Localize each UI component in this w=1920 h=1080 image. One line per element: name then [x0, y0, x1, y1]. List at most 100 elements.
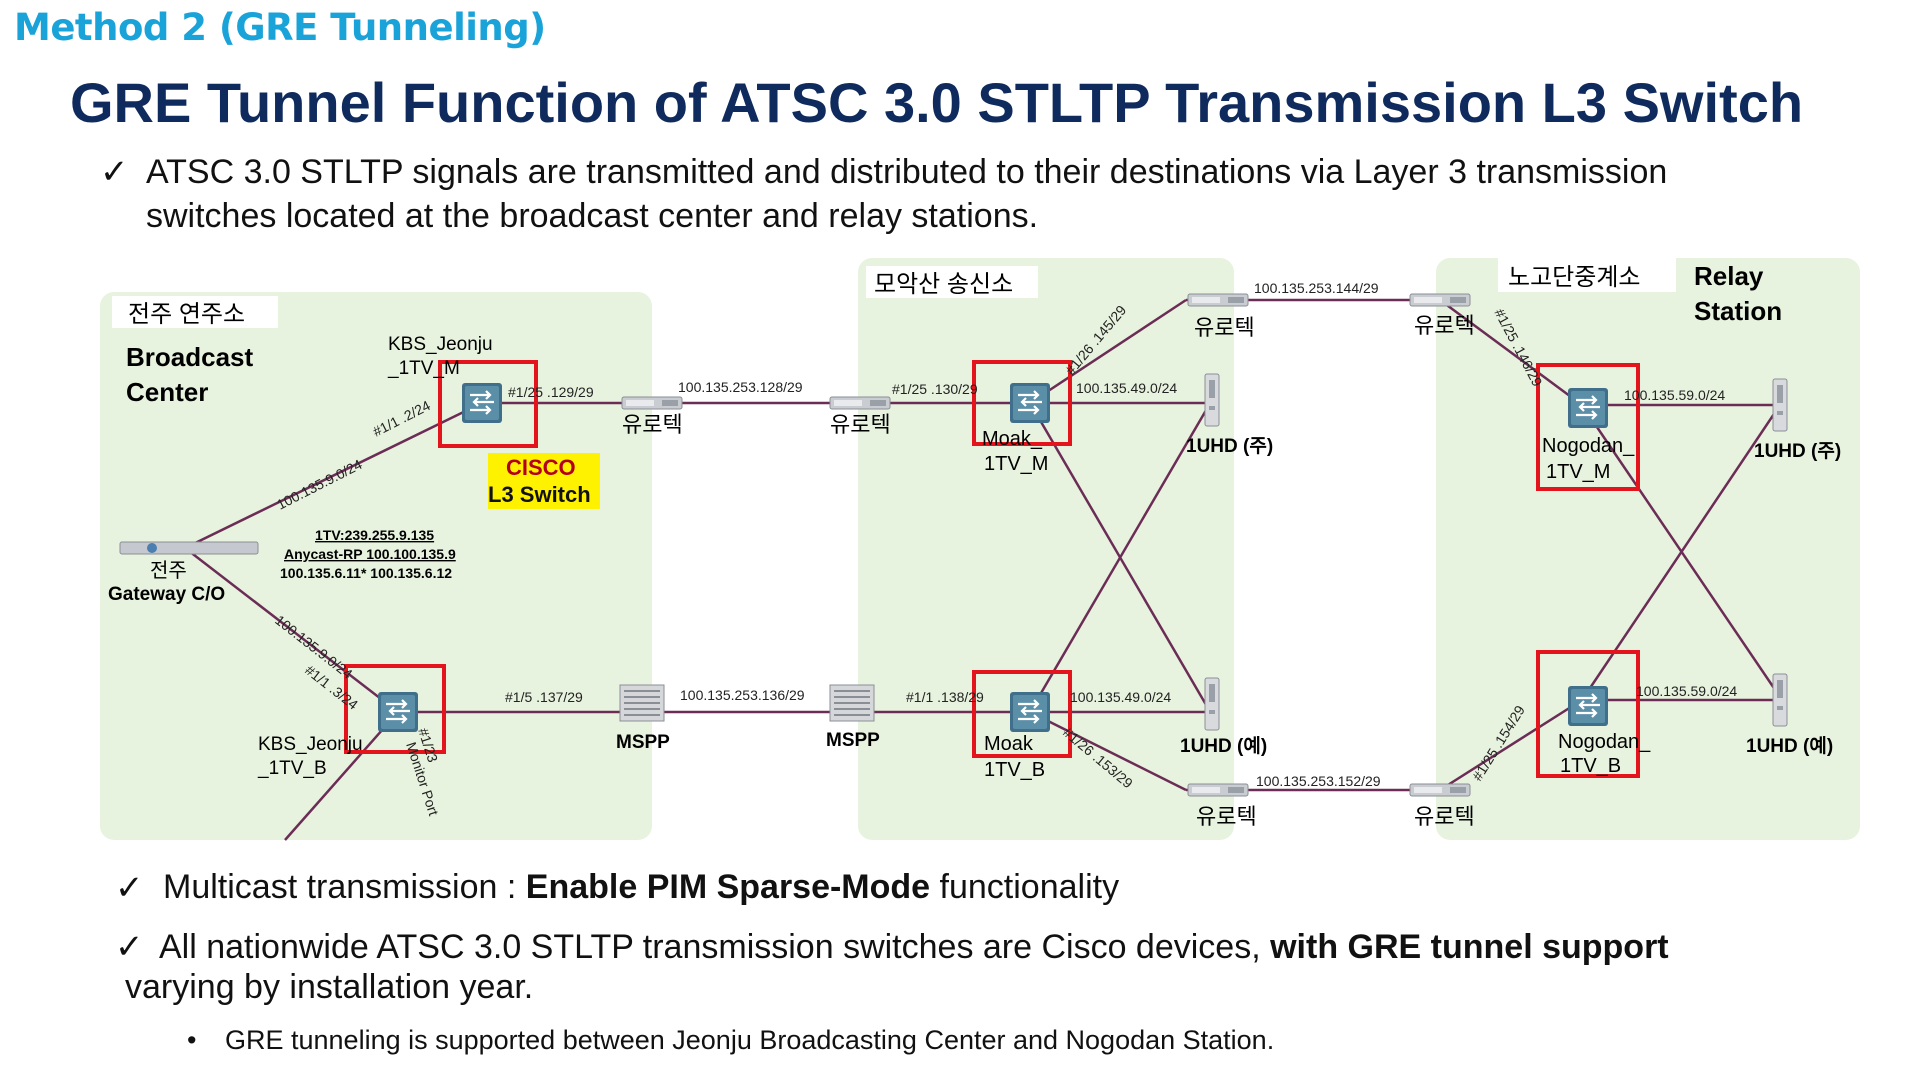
- relay-station-label-1: Relay: [1694, 261, 1764, 291]
- switch-kbs-b: [376, 690, 420, 734]
- router-4: [1409, 293, 1471, 307]
- router-2-label: 유로텍: [830, 412, 891, 437]
- highlight-nogodan-m: [1536, 363, 1640, 491]
- check-icon: ✓: [100, 153, 129, 191]
- intro-line-1: ATSC 3.0 STLTP signals are transmitted a…: [146, 153, 1668, 191]
- router-6: [1409, 783, 1471, 797]
- intro-text: ✓ ATSC 3.0 STLTP signals are transmitted…: [100, 150, 1800, 238]
- broadcast-center-label-2: Center: [126, 377, 208, 407]
- section-label: Method 2 (GRE Tunneling): [14, 6, 546, 49]
- uhd-nogo-backup-label: 1UHD (예): [1746, 735, 1833, 757]
- moak-lan-bot-label: 100.135.49.0/24: [1070, 689, 1171, 705]
- highlight-moak-b: [972, 670, 1072, 758]
- nogodan-b-label-1: Nogodan_: [1558, 731, 1651, 753]
- switch-moak-m: [1008, 381, 1052, 425]
- bullet-2-pre: All nationwide ATSC 3.0 STLTP transmissi…: [159, 928, 1271, 966]
- kbsb-port-label: #1/5 .137/29: [505, 689, 583, 705]
- mspp-1-label: MSPP: [616, 732, 670, 753]
- router-1: [621, 396, 683, 410]
- router-1-label: 유로텍: [622, 412, 683, 437]
- relay-station-label-2: Station: [1694, 296, 1782, 326]
- switch-kbs-m: [460, 381, 504, 425]
- kbsm-port-label: #1/25 .129/29: [508, 384, 594, 400]
- uhd-moak-main-label: 1UHD (주): [1186, 436, 1273, 457]
- jeonju-title-box: [112, 296, 278, 328]
- kbs-b-label-2: _1TV_B: [257, 758, 327, 779]
- nogodan-title: 노고단중계소: [1508, 264, 1640, 291]
- switch-moak-b: [1008, 690, 1052, 734]
- bullet-1: ✓ Multicast transmission : Enable PIM Sp…: [115, 868, 1855, 907]
- moakb-port-label: #1/1 .138/29: [906, 689, 984, 705]
- check-icon: ✓: [115, 869, 144, 907]
- router-5: [1187, 783, 1249, 797]
- uhd-nogo-main-label: 1UHD (주): [1754, 441, 1841, 462]
- nogodan-title-box: [1498, 258, 1676, 292]
- kbs-m-label-1: KBS_Jeonju: [388, 334, 493, 355]
- gateway-sub: Gateway C/O: [108, 584, 225, 605]
- bullet-1-post: functionality: [930, 868, 1120, 906]
- mspp-2-label: MSPP: [826, 730, 880, 751]
- multicast-group: 1TV:239.255.9.135: [315, 527, 434, 543]
- top-relay-wan-label: 100.135.253.144/29: [1254, 280, 1379, 296]
- cisco-callout-2: L3 Switch: [488, 482, 591, 507]
- bot-wan-label: 100.135.253.136/29: [680, 687, 805, 703]
- gateway-device: [119, 541, 259, 555]
- nogodan-m-label-2: 1TV_M: [1546, 461, 1610, 483]
- moak-b-label-1: Moak: [984, 733, 1034, 755]
- moak-lan-top-label: 100.135.49.0/24: [1076, 380, 1177, 396]
- intro-line-2: switches located at the broadcast center…: [146, 197, 1039, 235]
- highlight-nogodan-b: [1536, 650, 1640, 778]
- uhd-nogo-main: [1772, 378, 1788, 432]
- zone-nogodan: [1436, 258, 1860, 840]
- uhd-nogo-backup: [1772, 673, 1788, 727]
- highlight-moak-m: [972, 360, 1072, 446]
- bullet-2: ✓ All nationwide ATSC 3.0 STLTP transmis…: [115, 927, 1855, 1007]
- check-icon: ✓: [115, 928, 144, 966]
- top-wan-label: 100.135.253.128/29: [678, 379, 803, 395]
- mspp-1: [619, 684, 665, 722]
- moaksan-title: 모악산 송신소: [874, 271, 1013, 298]
- nogodan-b-label-2: 1TV_B: [1560, 755, 1621, 777]
- highlight-kbs-m: [438, 360, 538, 448]
- cisco-callout-bg: [488, 453, 600, 509]
- router-4-label: 유로텍: [1414, 313, 1475, 338]
- jeonju-title: 전주 연주소: [128, 301, 245, 328]
- bullet-dot-icon: •: [187, 1025, 197, 1055]
- broadcast-center-label-1: Broadcast: [126, 342, 253, 372]
- mspp-2: [829, 684, 875, 722]
- uhd-moak-backup-label: 1UHD (예): [1180, 735, 1267, 757]
- bullets: ✓ Multicast transmission : Enable PIM Sp…: [115, 868, 1855, 1056]
- bot-relay-wan-label: 100.135.253.152/29: [1256, 773, 1381, 789]
- bullet-2-bold: with GRE tunnel support: [1270, 928, 1669, 966]
- zone-moaksan: [858, 258, 1234, 840]
- kbs-b-label-1: KBS_Jeonju: [258, 734, 363, 755]
- highlight-kbs-b: [344, 664, 446, 754]
- cisco-callout-1: CISCO: [506, 455, 576, 480]
- router-6-label: 유로텍: [1414, 804, 1475, 829]
- nogodan-m-label-1: Nogodan_: [1542, 435, 1635, 457]
- switch-nogodan-m: [1566, 386, 1610, 430]
- nogo-lan-top-label: 100.135.59.0/24: [1624, 387, 1725, 403]
- bullet-1-bold: Enable PIM Sparse-Mode: [525, 868, 931, 906]
- bullet-3: • GRE tunneling is supported between Jeo…: [115, 1025, 1855, 1056]
- page-title: GRE Tunnel Function of ATSC 3.0 STLTP Tr…: [70, 71, 1804, 134]
- bullet-1-pre: Multicast transmission :: [163, 868, 526, 906]
- rp-addresses: 100.135.6.11* 100.135.6.12: [280, 565, 452, 581]
- zone-jeonju: [100, 292, 652, 840]
- kbs-m-label-2: _1TV_M: [387, 358, 460, 379]
- moakm-port-label: #1/25 .130/29: [892, 381, 978, 397]
- moaksan-title-box: [866, 266, 1038, 298]
- switch-nogodan-b: [1566, 684, 1610, 728]
- router-5-label: 유로텍: [1196, 804, 1257, 829]
- uhd-moak-main: [1204, 373, 1220, 427]
- moak-b-label-2: 1TV_B: [984, 759, 1045, 781]
- moak-m-label-1: Moak_: [982, 428, 1043, 450]
- moak-m-label-2: 1TV_M: [984, 453, 1048, 475]
- bullet-2-line-2: varying by installation year.: [125, 968, 534, 1006]
- nogo-lan-bot-label: 100.135.59.0/24: [1636, 683, 1737, 699]
- router-3-label: 유로텍: [1194, 315, 1255, 340]
- router-2: [829, 396, 891, 410]
- gateway-name: 전주: [150, 559, 187, 582]
- anycast-rp: Anycast-RP 100.100.135.9: [284, 546, 456, 562]
